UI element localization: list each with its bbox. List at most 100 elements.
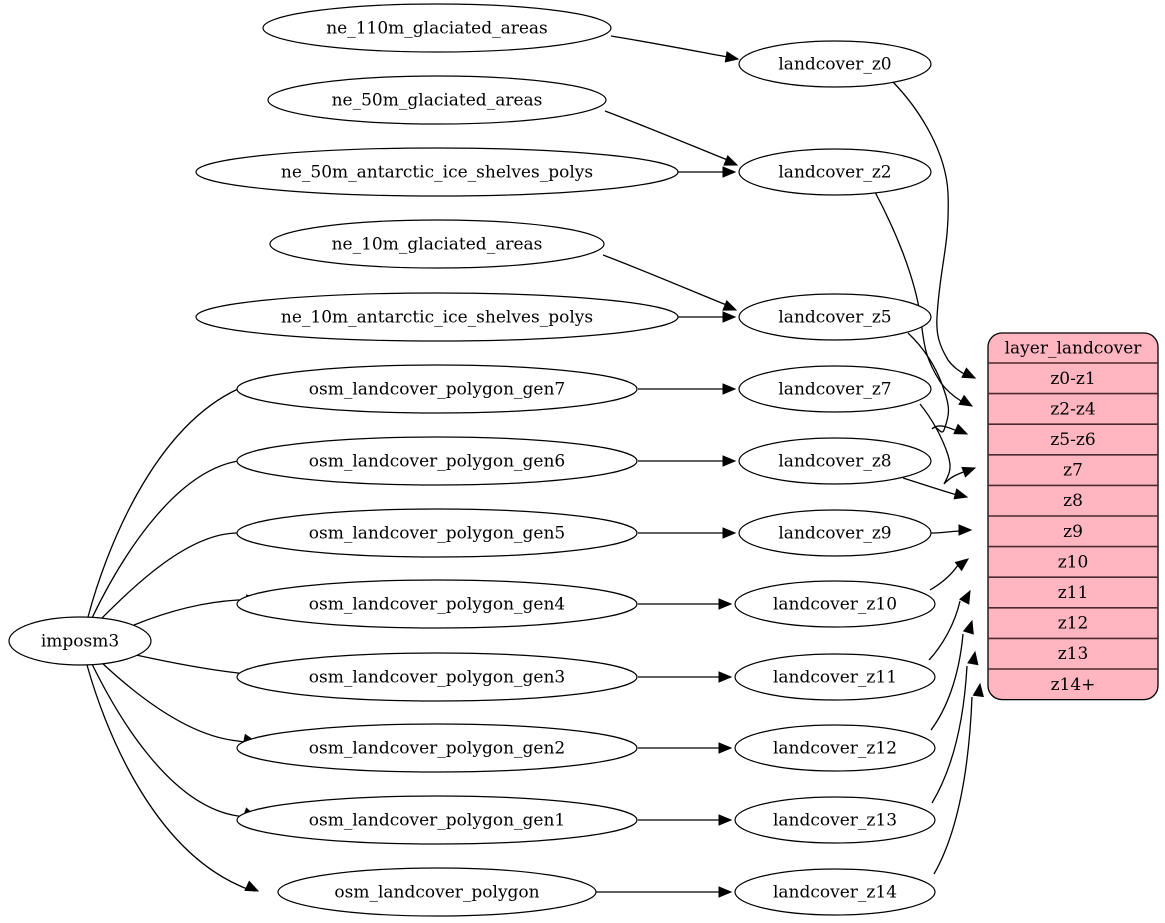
layer-table-cell-label-z12: z12 (1058, 614, 1089, 634)
arrow-head-icon (722, 311, 737, 323)
node-landcover_z14[interactable]: landcover_z14 (734, 868, 936, 916)
node-ellipse-landcover_z7 (738, 365, 932, 413)
landcover-nodes-group: landcover_z0 landcover_z2 landcover_z5land… (734, 40, 936, 916)
source-nodes-group: imposm3 (8, 616, 152, 666)
node-label-osm_landcover_polygon_gen1: osm_landcover_polygon_gen1 (309, 811, 565, 831)
node-ne_10m_glaciated_areas[interactable]: ne_10m_glaciated_areas (269, 219, 605, 269)
node-landcover_z10[interactable]: landcover_z10 (734, 580, 936, 628)
node-ellipse-landcover_z0 (738, 40, 932, 88)
node-ellipse-landcover_z10 (734, 580, 936, 628)
natural-earth-nodes-group: ne_110m_glaciated_areas ne_50m_glaciated_… (195, 3, 679, 342)
arrow-head-icon (718, 742, 733, 754)
node-imposm3[interactable]: imposm3 (8, 616, 152, 666)
node-ellipse-osm_landcover_polygon_gen2 (236, 723, 638, 773)
node-ellipse-osm_landcover_polygon_gen6 (236, 436, 638, 486)
node-landcover_z9[interactable]: landcover_z9 (738, 509, 932, 557)
arrow-head-icon (724, 51, 740, 63)
arrow-head-icon (718, 598, 733, 610)
node-ellipse-osm_landcover_polygon_gen3 (236, 652, 638, 702)
node-osm_landcover_polygon[interactable]: osm_landcover_polygon (277, 867, 597, 917)
node-ellipse-landcover_z14 (734, 868, 936, 916)
node-label-landcover_z13: landcover_z13 (773, 811, 897, 831)
node-ellipse-imposm3 (8, 616, 152, 666)
node-ellipse-landcover_z11 (734, 653, 936, 701)
arrow-head-icon (954, 558, 970, 572)
node-ne_110m_glaciated_areas[interactable]: ne_110m_glaciated_areas (262, 3, 612, 53)
node-label-ne_50m_antarctic_ice_shelves_polys: ne_50m_antarctic_ice_shelves_polys (281, 163, 593, 183)
layer-landcover-table[interactable]: layer_landcoverz0-z1z2-z4z5-z6z7z8z9z10z… (987, 332, 1159, 701)
node-ne_50m_glaciated_areas[interactable]: ne_50m_glaciated_areas (267, 75, 607, 125)
osm-nodes-group: osm_landcover_polygon_gen7 osm_landcover_… (236, 364, 638, 917)
node-label-ne_50m_glaciated_areas: ne_50m_glaciated_areas (332, 91, 543, 111)
node-osm_landcover_polygon_gen4[interactable]: osm_landcover_polygon_gen4 (236, 579, 638, 629)
node-landcover_z5[interactable]: landcover_z5 (738, 293, 932, 341)
node-landcover_z12[interactable]: landcover_z12 (734, 724, 936, 772)
node-osm_landcover_polygon_gen6[interactable]: osm_landcover_polygon_gen6 (236, 436, 638, 486)
layer-table-header-label: layer_landcover (1005, 339, 1143, 359)
node-ellipse-landcover_z2 (738, 148, 932, 196)
arrow-head-icon (723, 154, 739, 166)
arrow-head-icon (961, 466, 977, 478)
edge-imposm3-to-osm_landcover_polygon_gen6 (91, 457, 254, 619)
node-ellipse-osm_landcover_polygon_gen7 (236, 364, 638, 414)
arrow-head-icon (722, 455, 737, 467)
node-osm_landcover_polygon_gen5[interactable]: osm_landcover_polygon_gen5 (236, 508, 638, 558)
node-ellipse-ne_50m_antarctic_ice_shelves_polys (195, 147, 679, 197)
arrow-head-icon (718, 742, 733, 754)
arrow-head-icon (962, 619, 974, 635)
arrow-head-icon (718, 886, 733, 898)
arrow-head-icon (961, 367, 977, 379)
node-label-landcover_z8: landcover_z8 (778, 452, 891, 472)
node-ne_50m_antarctic_ice_shelves_polys[interactable]: ne_50m_antarctic_ice_shelves_polys (195, 147, 679, 197)
node-ellipse-landcover_z9 (738, 509, 932, 557)
edge-landcover_z7-to-table_row_z7 (919, 403, 967, 485)
arrow-head-icon (722, 166, 737, 178)
edge-ne_10m_glaciated_areas-to-landcover_z5 (602, 254, 735, 309)
node-ellipse-ne_50m_glaciated_areas (267, 75, 607, 125)
node-osm_landcover_polygon_gen2[interactable]: osm_landcover_polygon_gen2 (236, 723, 638, 773)
edge-imposm3-to-osm_landcover_polygon (86, 664, 256, 892)
node-label-osm_landcover_polygon_gen5: osm_landcover_polygon_gen5 (309, 524, 565, 544)
node-landcover_z7[interactable]: landcover_z7 (738, 365, 932, 413)
edge-imposm3-to-osm_landcover_polygon_gen5 (99, 532, 253, 621)
node-landcover_z8[interactable]: landcover_z8 (738, 437, 932, 485)
node-landcover_z13[interactable]: landcover_z13 (734, 796, 936, 844)
arrow-head-icon (718, 671, 733, 683)
node-ellipse-landcover_z12 (734, 724, 936, 772)
arrow-head-icon (958, 524, 973, 536)
node-osm_landcover_polygon_gen7[interactable]: osm_landcover_polygon_gen7 (236, 364, 638, 414)
node-landcover_z2[interactable]: landcover_z2 (738, 148, 932, 196)
arrow-head-icon (718, 671, 733, 683)
arrow-head-icon (953, 423, 969, 435)
nodes-group: imposm3 ne_110m_glaciated_areas ne_50m_gla… (8, 3, 936, 917)
layer-table-cell-label-z0-z1: z0-z1 (1050, 369, 1095, 389)
arrow-head-icon (959, 589, 971, 605)
node-ellipse-landcover_z8 (738, 437, 932, 485)
layer-table-cell-label-z13: z13 (1058, 644, 1089, 664)
node-label-osm_landcover_polygon_gen7: osm_landcover_polygon_gen7 (309, 380, 565, 400)
node-osm_landcover_polygon_gen1[interactable]: osm_landcover_polygon_gen1 (236, 795, 638, 845)
edge-landcover_z5-to-table_row_z5-z6 (907, 332, 958, 433)
edge-ne_110m_glaciated_areas-to-landcover_z0 (610, 35, 739, 60)
edge-imposm3-to-osm_landcover_polygon_gen2 (100, 661, 254, 744)
edge-landcover_z10-to-table_row_z10 (929, 564, 959, 591)
arrow-head-icon (953, 488, 969, 500)
edge-landcover_z11-to-table_row_z11 (928, 600, 961, 661)
node-label-ne_10m_antarctic_ice_shelves_polys: ne_10m_antarctic_ice_shelves_polys (281, 308, 593, 328)
arrow-head-icon (967, 650, 979, 666)
layer-table-cell-label-z2-z4: z2-z4 (1050, 399, 1095, 419)
node-label-landcover_z9: landcover_z9 (778, 524, 891, 544)
node-osm_landcover_polygon_gen3[interactable]: osm_landcover_polygon_gen3 (236, 652, 638, 702)
arrow-head-icon (959, 589, 971, 605)
node-landcover_z11[interactable]: landcover_z11 (734, 653, 936, 701)
node-ellipse-landcover_z5 (738, 293, 932, 341)
edge-landcover_z9-to-table_row_z9 (930, 530, 962, 534)
arrow-head-icon (244, 880, 260, 892)
node-ne_10m_antarctic_ice_shelves_polys[interactable]: ne_10m_antarctic_ice_shelves_polys (195, 292, 679, 342)
layer-table-cell-label-z5-z6: z5-z6 (1050, 430, 1095, 450)
node-label-ne_110m_glaciated_areas: ne_110m_glaciated_areas (326, 19, 548, 39)
node-landcover_z0[interactable]: landcover_z0 (738, 40, 932, 88)
arrow-head-icon (722, 299, 738, 311)
